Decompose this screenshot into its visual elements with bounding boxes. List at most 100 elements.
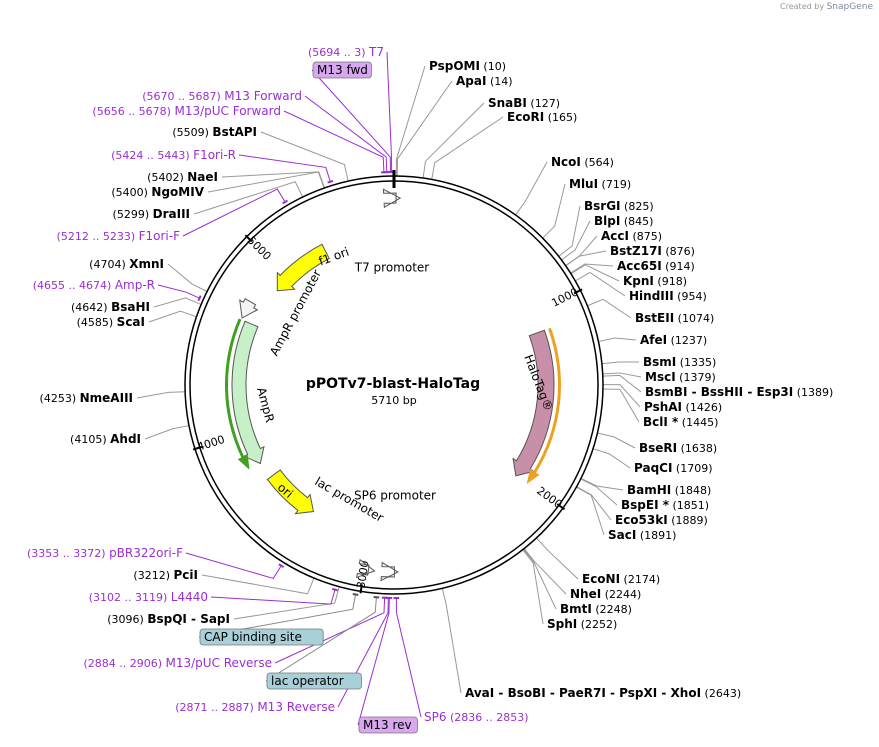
enzyme-site-bcli: BclI * (1445)	[643, 415, 718, 429]
primer-sp6: SP6 (2836 .. 2853)	[424, 710, 529, 724]
feature-box-lac-operator	[266, 672, 362, 690]
enzyme-site-pshai: PshAI (1426)	[644, 400, 722, 414]
primer-mark	[327, 179, 334, 184]
primer-position: (5424 .. 5443)	[111, 149, 193, 162]
enzyme-position: (4585)	[77, 316, 117, 329]
enzyme-site-bsrgi: BsrGI (825)	[584, 199, 654, 213]
enzyme-site-bstz17i: BstZ17I (876)	[610, 244, 695, 258]
primer-leader	[265, 596, 378, 682]
enzyme-site-mlui: MluI (719)	[569, 177, 631, 191]
enzyme-name: BsaHI	[111, 300, 150, 314]
credit-brand: SnapGene	[826, 2, 873, 12]
enzyme-leader	[601, 361, 640, 365]
enzyme-position: (564)	[581, 156, 614, 169]
enzyme-site-eco53ki: Eco53kI (1889)	[615, 513, 708, 527]
enzyme-site-ecori: EcoRI (165)	[507, 110, 577, 124]
enzyme-leader	[576, 486, 605, 536]
primer-leader	[157, 284, 201, 300]
tick-mark	[359, 584, 363, 594]
primer-position: (3102 .. 3119)	[89, 591, 171, 604]
primer-name: M13/pUC Forward	[174, 104, 281, 118]
enzyme-leader	[602, 372, 642, 378]
enzyme-name: SnaBI	[488, 96, 527, 110]
enzyme-leader	[587, 298, 632, 319]
primer-mark	[197, 295, 202, 302]
enzyme-name: PshAI	[644, 400, 682, 414]
primer-leader	[311, 69, 392, 174]
enzyme-name: Eco53kI	[615, 513, 668, 527]
enzyme-site-draiii: (5299) DraIII	[113, 207, 190, 221]
snapgene-credit: Created by SnapGene	[780, 2, 873, 12]
enzyme-site-bamhi: BamHI (1848)	[627, 483, 711, 497]
enzyme-site-pspomi: PspOMI (10)	[429, 59, 506, 73]
halotag-highlight	[526, 327, 561, 484]
enzyme-site-xmni: (4704) XmnI	[89, 257, 164, 271]
primer-m13-reverse: (2871 .. 2887) M13 Reverse	[175, 700, 335, 714]
primer-leader	[337, 596, 389, 708]
feature-f1-ori	[276, 243, 330, 292]
enzyme-leader	[602, 388, 640, 423]
feature-box-label-m13-fwd: M13 fwd	[317, 63, 368, 77]
enzyme-site-hindiii: HindIII (954)	[629, 289, 707, 303]
enzyme-position: (875)	[629, 230, 662, 243]
credit-prefix: Created by	[780, 2, 825, 11]
primer-position: (2836 .. 2853)	[447, 711, 529, 724]
enzyme-name: SacI	[608, 528, 636, 542]
enzyme-position: (1335)	[676, 356, 716, 369]
enzyme-name: ScaI	[117, 315, 145, 329]
enzyme-leader	[580, 478, 618, 506]
enzyme-position: (4253)	[40, 392, 80, 405]
enzyme-leader	[575, 271, 626, 297]
primer-m13-puc-reverse: (2884 .. 2906) M13/pUC Reverse	[83, 656, 272, 670]
enzyme-name: KpnI	[623, 274, 654, 288]
primer-name: M13 Reverse	[257, 700, 335, 714]
enzyme-position: (2244)	[601, 588, 641, 601]
primer-mark	[278, 563, 285, 569]
enzyme-site-nhei: NheI (2244)	[570, 587, 641, 601]
enzyme-site-sphi: SphI (2252)	[547, 617, 617, 631]
leader-lines	[136, 51, 642, 726]
enzyme-name: SphI	[547, 617, 577, 631]
enzyme-position: (5402)	[147, 171, 187, 184]
primer-name: Amp-R	[115, 278, 155, 292]
primer-position: (2884 .. 2906)	[83, 657, 165, 670]
primer-position: (3353 .. 3372)	[27, 547, 109, 560]
enzyme-name: BstEII	[635, 311, 674, 325]
enzyme-leader	[441, 588, 462, 694]
enzyme-name: BsmBI - BssHII - Esp3I	[645, 385, 793, 399]
enzyme-site-bsteii: BstEII (1074)	[635, 311, 714, 325]
tick-label: 4000	[196, 433, 227, 454]
enzyme-position: (1891)	[636, 529, 676, 542]
enzyme-site-bstapi: (5509) BstAPI	[172, 125, 257, 139]
enzyme-position: (719)	[598, 178, 631, 191]
enzyme-site-bsmi: BsmI (1335)	[643, 355, 716, 369]
enzyme-position: (14)	[486, 75, 512, 88]
enzyme-position: (914)	[662, 260, 695, 273]
enzyme-leader	[592, 448, 631, 469]
feature-box-label-lac-operator: lac operator	[271, 674, 344, 688]
enzyme-leader	[193, 181, 304, 215]
primer-leader	[274, 596, 386, 664]
primer-leader	[238, 154, 332, 183]
enzyme-position: (918)	[654, 275, 687, 288]
enzyme-leader	[523, 548, 557, 610]
enzyme-leader	[598, 337, 637, 342]
enzyme-position: (2248)	[592, 603, 632, 616]
enzyme-leader	[136, 391, 186, 399]
enzyme-leader	[597, 432, 636, 449]
tick-mark	[573, 288, 583, 295]
enzyme-site-kpni: KpnI (918)	[623, 274, 687, 288]
feature-lac-promoter	[355, 558, 376, 579]
enzyme-site-ncoi: NcoI (564)	[551, 155, 614, 169]
feature-box-m13-rev	[358, 716, 418, 734]
primer-leader	[395, 596, 422, 718]
feature-halotag	[512, 329, 555, 477]
enzyme-name: AhdI	[110, 432, 141, 446]
enzyme-position: (3096)	[107, 613, 147, 626]
enzyme-position: (1709)	[672, 462, 712, 475]
primer-leader	[210, 588, 336, 605]
primer-name: L4440	[171, 590, 208, 604]
enzyme-site-paqci: PaqCI (1709)	[634, 461, 713, 475]
enzyme-position: (1237)	[667, 334, 707, 347]
